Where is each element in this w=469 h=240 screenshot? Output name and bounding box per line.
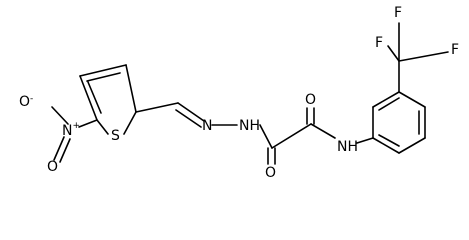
atom-hydrazone-N1: N xyxy=(202,118,212,134)
bonds xyxy=(51,22,449,165)
bond-nitro-N-ring xyxy=(78,119,98,128)
atom-F-left: F xyxy=(375,35,383,51)
atom-hydrazone-N2: N xyxy=(239,118,249,134)
bond-thiophene-c3-c4 xyxy=(79,64,127,77)
bond-C1-C2 xyxy=(271,123,312,149)
atom-thiophene-S: S xyxy=(111,128,120,144)
bond-C-F-left xyxy=(387,45,400,62)
bond-ring-CH xyxy=(135,102,179,113)
atom-amide-H: H xyxy=(347,139,358,155)
atom-nitro-O-charge: - xyxy=(30,94,33,104)
bond-NH-phenyl xyxy=(356,137,374,144)
bond-NH-C1 xyxy=(259,124,273,149)
bond-benzene-3 xyxy=(398,91,426,108)
atom-nitro-O-minus: O- xyxy=(19,94,33,111)
chemical-structure: O- N+ O S N NH O O NH F F F xyxy=(19,5,459,181)
atom-F-right: F xyxy=(451,42,459,58)
bond-benzene-6-inner xyxy=(378,134,400,147)
bond-benzene-5 xyxy=(398,137,426,154)
bond-thiophene-c2-c3 xyxy=(125,64,137,113)
atom-amide-N: N xyxy=(337,139,347,155)
atom-nitro-O: O xyxy=(47,159,58,175)
atom-hydrazone-H: H xyxy=(249,118,260,134)
atom-nitro-O-minus-symbol: O xyxy=(19,94,30,110)
bond-thiophene-c5-s xyxy=(96,119,109,135)
atom-nitro-N: N+ xyxy=(62,121,80,140)
bond-nitro-N-O xyxy=(51,106,69,125)
atom-nitro-N-charge: + xyxy=(72,121,80,131)
atom-amide-NH: NH xyxy=(337,139,358,155)
bond-nitro-N-O-double-b xyxy=(59,138,71,163)
bond-thiophene-c4-c5-inner xyxy=(87,81,102,114)
atom-carbonyl-O2: O xyxy=(305,92,316,108)
bond-C-F-right xyxy=(398,51,449,62)
bond-benzene-2-inner xyxy=(378,97,400,111)
bond-CH-N-double-b xyxy=(175,109,202,128)
atom-carbonyl-O1: O xyxy=(265,165,276,181)
bond-thiophene-s-c2 xyxy=(123,111,137,135)
bond-C2-NH xyxy=(310,123,336,139)
bond-CH-N-double-a xyxy=(177,102,205,122)
atom-F-top: F xyxy=(394,5,402,21)
bond-thiophene-c3-c4-inner xyxy=(86,72,121,82)
bond-benzene-6 xyxy=(372,137,400,154)
atom-hydrazone-NH: NH xyxy=(239,118,260,134)
atom-labels: O- N+ O S N NH O O NH F F F xyxy=(19,5,459,181)
bond-thiophene-c4-c5 xyxy=(79,75,98,121)
bond-benzene-2 xyxy=(372,91,400,108)
atom-nitro-N-symbol: N xyxy=(62,123,72,139)
bond-nitro-N-O-double-a xyxy=(53,136,65,161)
